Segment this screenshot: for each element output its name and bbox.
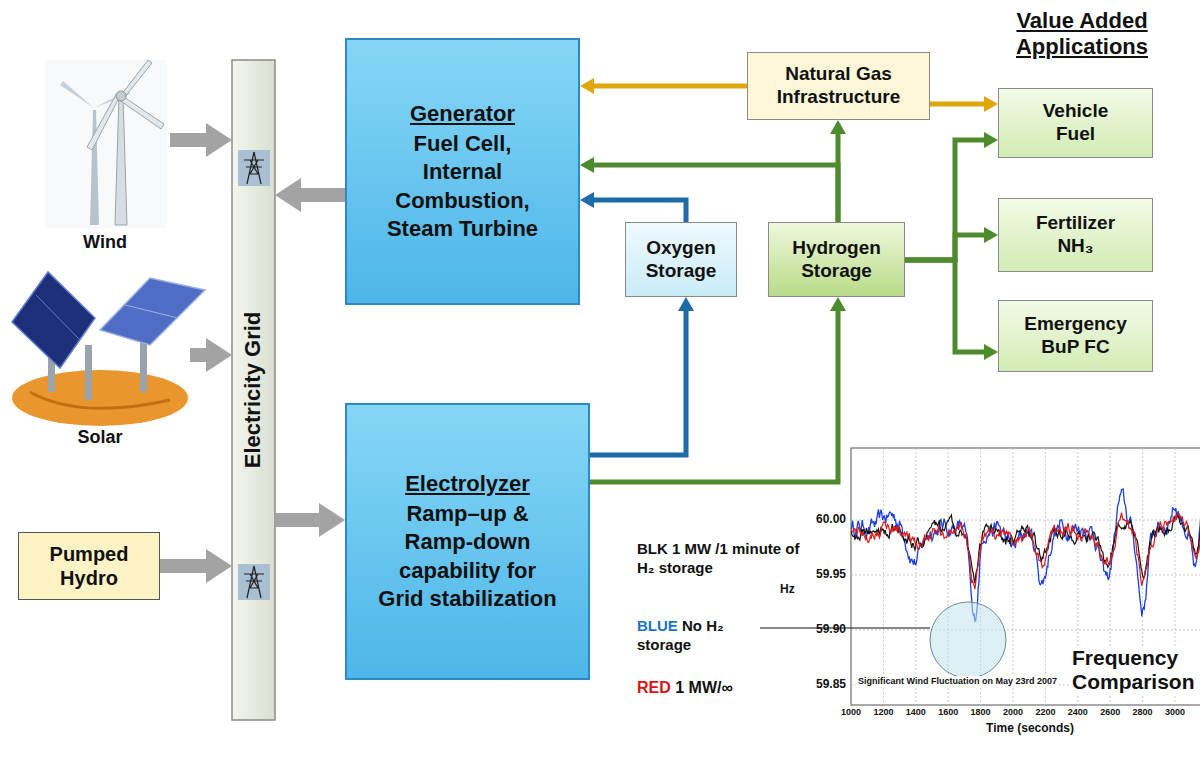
flow-arrow: [160, 559, 210, 573]
frequency-trace: [851, 511, 1200, 589]
axis-tick: 1600: [932, 707, 964, 718]
flow-arrow: [592, 84, 747, 89]
infrastructure-box: Natural Gas Infrastructure: [747, 52, 930, 120]
storage-box: Hydrogen Storage: [768, 222, 905, 297]
series-name: BLK: [637, 540, 668, 557]
flow-arrow: [592, 165, 838, 222]
flow-arrow: [190, 348, 210, 362]
chart-title: Frequency Comparison: [1070, 646, 1200, 694]
axis-tick: 1400: [900, 707, 932, 718]
solar-source: Solar: [10, 270, 190, 450]
node-label: Generator: [410, 100, 515, 128]
axis-tick: 1000: [835, 707, 867, 718]
series-name: RED: [637, 679, 671, 696]
wind-source: Wind: [40, 55, 170, 255]
flow-arrow: [590, 309, 686, 455]
application-box: Emergency BuP FC: [998, 300, 1153, 372]
series-note: 1 MW/∞: [675, 679, 733, 696]
frequency-chart: [760, 448, 1200, 705]
storage-box: Oxygen Storage: [625, 222, 737, 297]
node-body: Fuel Cell, Internal Combustion, Steam Tu…: [377, 130, 548, 243]
application-box: Vehicle Fuel: [998, 88, 1153, 158]
node-label: Electricity Grid: [241, 312, 267, 469]
axis-tick: 2000: [997, 707, 1029, 718]
node-label: Electrolyzer: [405, 470, 530, 498]
source-box: Pumped Hydro: [18, 532, 160, 600]
grid-bus: Electricity Grid: [232, 60, 275, 720]
axis-title: Time (seconds): [975, 721, 1085, 735]
node-label: Oxygen Storage: [632, 237, 730, 283]
node-label: Wind: [83, 232, 127, 253]
axis-tick: 2200: [1029, 707, 1061, 718]
axis-tick: 59.85: [802, 677, 846, 691]
process-box: ElectrolyzerRamp–up & Ramp-down capabili…: [345, 403, 590, 680]
flow-arrow: [275, 513, 323, 527]
flow-arrow: [836, 132, 841, 222]
node-label: Fertilizer NH₃: [1021, 212, 1130, 258]
axis-tick: 3000: [1159, 707, 1191, 718]
frequency-trace: [851, 489, 1200, 621]
node-label: Solar: [77, 427, 122, 448]
flow-arrow: [592, 200, 686, 222]
axis-tick: 2800: [1127, 707, 1159, 718]
process-box: GeneratorFuel Cell, Internal Combustion,…: [345, 38, 580, 305]
legend-note: RED 1 MW/∞: [637, 678, 797, 698]
node-label: Vehicle Fuel: [1021, 100, 1130, 146]
node-label: Pumped Hydro: [27, 542, 151, 590]
application-box: Fertilizer NH₃: [998, 198, 1153, 272]
frequency-trace: [851, 515, 1200, 583]
axis-tick: 60.00: [802, 512, 846, 526]
node-label: Emergency BuP FC: [1021, 313, 1130, 359]
wind-turbine: [45, 60, 167, 228]
flow-arrow: [905, 235, 986, 260]
node-body: Ramp–up & Ramp-down capability for Grid …: [377, 500, 558, 613]
axis-unit: Hz: [780, 582, 802, 596]
grid-bar: [232, 60, 275, 720]
flow-arrow: [930, 102, 986, 107]
axis-tick: 59.95: [802, 567, 846, 581]
flow-arrow: [905, 260, 986, 352]
legend-note: BLUE No H₂ storage: [637, 617, 755, 655]
axis-tick: 59.90: [802, 622, 846, 636]
axis-tick: 2400: [1062, 707, 1094, 718]
series-name: BLUE: [637, 617, 678, 634]
node-label: Natural Gas Infrastructure: [754, 63, 923, 109]
axis-tick: 1800: [965, 707, 997, 718]
group-heading: Value Added Applications: [992, 8, 1172, 61]
flow-arrow: [170, 133, 210, 147]
node-label: Hydrogen Storage: [775, 237, 898, 283]
chart-note: Significant Wind Fluctuation on May 23rd…: [856, 676, 1059, 687]
flow-arrow: [297, 188, 345, 202]
legend-note: BLK 1 MW /1 minute of H₂ storage: [637, 540, 807, 578]
transmission-tower: [238, 150, 270, 600]
flow-arrow: [590, 309, 838, 482]
axis-tick: 2600: [1094, 707, 1126, 718]
flow-arrow: [905, 140, 986, 260]
solar-panels: [12, 272, 205, 426]
axis-tick: 1200: [867, 707, 899, 718]
